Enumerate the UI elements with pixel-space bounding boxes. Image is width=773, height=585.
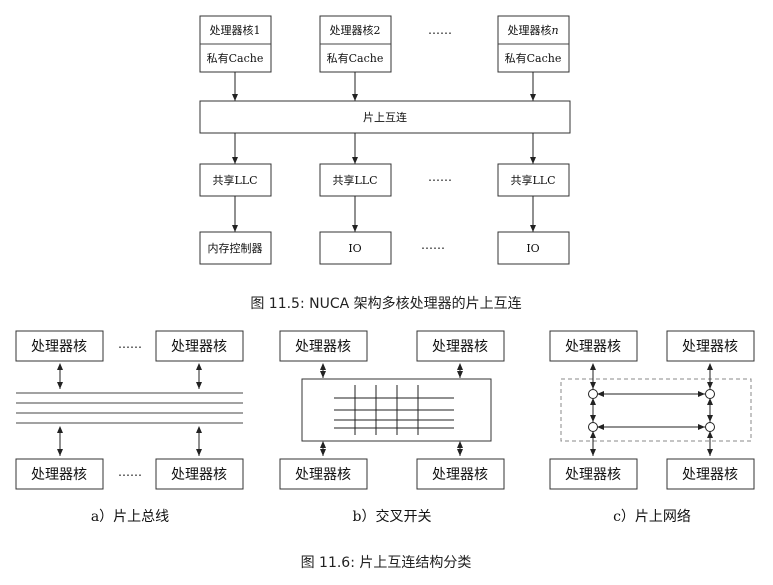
bus-core-top-left-label: 处理器核 — [31, 339, 87, 355]
io-dots: …… — [421, 238, 445, 252]
sub-caption-a: a）片上总线 — [91, 509, 169, 525]
llc-2-box — [319, 163, 392, 197]
xbar-core-top-left — [279, 330, 368, 362]
llc-2-label: 共享LLC — [332, 173, 377, 187]
figure-11-6-caption: 图 11.6: 片上互连结构分类 — [301, 555, 472, 571]
figure-11-5-caption: 图 11.5: NUCA 架构多核处理器的片上互连 — [250, 295, 521, 312]
mem-ctrl-box — [199, 231, 272, 265]
llc-n-label: 共享LLC — [510, 173, 555, 187]
core-n-cache-label: 私有Cache — [505, 51, 562, 65]
noc-router-top-right — [705, 389, 715, 399]
llc-1-label: 共享LLC — [212, 173, 257, 187]
bus-dots-bottom: …… — [118, 465, 142, 479]
core-1-block: 处理器核1 私有Cache — [199, 15, 272, 73]
bus-core-top-left — [15, 330, 104, 362]
bus-core-top-right — [155, 330, 244, 362]
mem-ctrl-label: 内存控制器 — [208, 241, 263, 255]
bus-dots-top: …… — [118, 337, 142, 351]
bus-core-top-right-label: 处理器核 — [171, 339, 227, 355]
xbar-core-bottom-right-label: 处理器核 — [432, 467, 488, 483]
llc-n-box — [497, 163, 570, 197]
core-n-suffix: n — [551, 24, 558, 37]
crossbar-grid — [334, 385, 454, 435]
noc-core-bottom-left-label: 处理器核 — [565, 467, 621, 483]
core-2-label: 处理器核2 — [330, 23, 381, 37]
xbar-core-bottom-left-label: 处理器核 — [295, 467, 351, 483]
noc-core-top-left-label: 处理器核 — [565, 339, 621, 355]
figure-11-5: 处理器核1 私有Cache 处理器核2 私有Cache …… 处理器核n 私有C… — [199, 15, 571, 312]
xbar-core-top-right — [416, 330, 505, 362]
bus-core-bottom-left-label: 处理器核 — [31, 467, 87, 483]
io-1-label: IO — [348, 242, 361, 255]
sub-caption-b: b）交叉开关 — [353, 508, 432, 525]
sub-caption-c: c）片上网络 — [613, 509, 691, 525]
llc-dots: …… — [428, 170, 452, 184]
core-2-block: 处理器核2 私有Cache — [319, 15, 392, 73]
core-2-cache-label: 私有Cache — [327, 51, 384, 65]
io-1-box — [319, 231, 392, 265]
interconnect-box — [199, 100, 571, 134]
noc-router-bottom-left — [588, 422, 598, 432]
io-n-box — [497, 231, 570, 265]
core-dots-top: …… — [428, 23, 452, 37]
noc-core-top-right-label: 处理器核 — [682, 339, 738, 355]
xbar-core-top-right-label: 处理器核 — [432, 339, 488, 355]
core-n-label: 处理器核n — [507, 23, 558, 37]
noc-core-bottom-left — [549, 458, 638, 490]
io-n-label: IO — [526, 242, 539, 255]
core-n-prefix: 处理器核 — [507, 23, 551, 37]
figure-11-6-bus: 处理器核 …… 处理器核 处理器核 …… 处理器核 a）片上总线 — [15, 330, 244, 525]
core-1-cache-label: 私有Cache — [207, 51, 264, 65]
noc-boundary — [560, 378, 752, 442]
xbar-core-top-left-label: 处理器核 — [295, 339, 351, 355]
core-n-block: 处理器核n 私有Cache — [497, 15, 570, 73]
bus-core-bottom-right — [155, 458, 244, 490]
noc-router-top-left — [588, 389, 598, 399]
noc-core-top-right — [666, 330, 755, 362]
figure-11-6-crossbar: 处理器核 处理器核 处理器核 处理器核 b）交叉开关 — [279, 330, 505, 525]
noc-core-bottom-right-label: 处理器核 — [682, 467, 738, 483]
bus-core-bottom-right-label: 处理器核 — [171, 467, 227, 483]
noc-core-top-left — [549, 330, 638, 362]
xbar-core-bottom-left — [279, 458, 368, 490]
bus-core-bottom-left — [15, 458, 104, 490]
noc-core-bottom-right — [666, 458, 755, 490]
core-1-label: 处理器核1 — [210, 23, 261, 37]
xbar-core-bottom-right — [416, 458, 505, 490]
figure-11-6-noc: 处理器核 处理器核 处理器核 处理器核 c）片上网络 — [549, 330, 755, 525]
noc-router-bottom-right — [705, 422, 715, 432]
interconnect-label: 片上互连 — [363, 111, 407, 124]
